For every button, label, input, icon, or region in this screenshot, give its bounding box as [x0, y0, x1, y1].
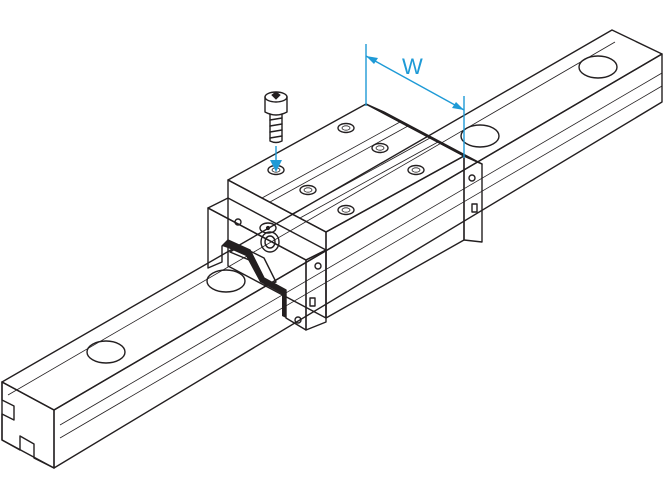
insertion-arrow-icon: [270, 146, 282, 172]
lube-port-inner: [264, 235, 276, 249]
block-top-groove: [261, 121, 401, 199]
rail-groove-line: [59, 72, 663, 426]
rail-groove-line: [59, 85, 663, 439]
dimension-line: [365, 55, 465, 111]
rail-mounting-hole: [460, 124, 500, 148]
rail-mounting-hole: [578, 55, 618, 79]
rail-mounting-hole: [206, 269, 246, 293]
seal-screw-rear: [468, 174, 476, 182]
front-seal-lip: [229, 245, 277, 287]
rail-groove-line: [7, 41, 616, 396]
dimension-arrowhead: [366, 56, 378, 64]
end-plate-side: [305, 249, 327, 331]
rail-end-profile: [1, 381, 55, 469]
block-side-face: [325, 155, 465, 319]
guide-rail: [1, 29, 663, 469]
block-tapped-hole: [337, 204, 355, 216]
end-plate-recess: [222, 240, 286, 318]
screw-shaft: [269, 113, 283, 144]
lube-port-icon: [260, 231, 280, 253]
front-end-plate: [207, 197, 327, 331]
screw-head-body: [264, 96, 288, 116]
block-tapped-hole: [299, 184, 317, 196]
block-top-groove: [299, 141, 439, 219]
carriage-block: [227, 103, 483, 319]
end-plate-screw: [234, 218, 242, 226]
dimension-label: W: [402, 54, 423, 79]
block-top-groove: [291, 137, 431, 215]
block-tapped-hole: [303, 187, 313, 193]
block-tapped-hole: [371, 142, 389, 154]
hex-socket-icon: [271, 91, 281, 100]
end-plate-clip: [309, 297, 316, 307]
end-seal-top-rear: [365, 103, 483, 165]
cap-screw-icon: [264, 91, 288, 144]
width-dimension: W: [365, 44, 465, 158]
end-plate-screw: [294, 316, 302, 324]
grease-nipple-center: [265, 225, 271, 231]
block-tapped-hole: [375, 145, 385, 151]
block-tapped-hole: [407, 164, 425, 176]
block-tapped-hole: [341, 207, 351, 213]
rail-mounting-hole: [86, 340, 126, 364]
block-tapped-hole: [411, 167, 421, 173]
block-top-groove: [269, 125, 409, 203]
rail-front-face: [53, 53, 663, 469]
grease-nipple-icon: [259, 222, 277, 234]
block-tapped-hole: [341, 125, 351, 131]
rail-side-face: [1, 381, 55, 469]
end-plate-screw: [314, 262, 322, 270]
seal-clip-rear: [471, 203, 478, 213]
rail-top-surface: [1, 29, 663, 411]
block-tapped-hole: [337, 122, 355, 134]
dimension-arrowhead: [452, 102, 464, 110]
